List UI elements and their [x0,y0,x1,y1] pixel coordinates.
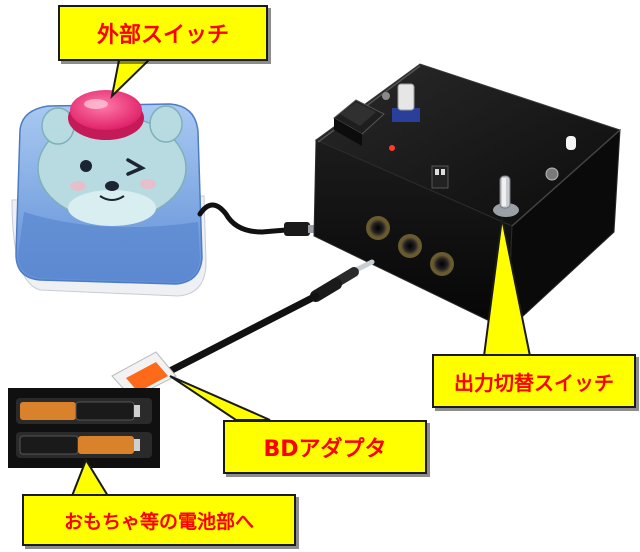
battery-holder-photo [8,388,160,468]
bd-adapter-cable [164,259,375,376]
toggle-switch [493,175,519,217]
switch-cable [197,202,289,235]
callout-battery-label: おもちゃ等の電池部へ [63,510,254,533]
callout-bd-adapter: BDアダプタ [223,420,427,474]
jack-sockets [366,216,454,276]
callout-pointers [70,54,532,497]
callout-output-switch: 出力切替スイッチ [432,354,636,408]
control-box [313,63,621,332]
external-switch-device [11,90,207,297]
callout-external-switch-label: 外部スイッチ [96,23,229,48]
callout-battery: おもちゃ等の電池部へ [22,494,296,546]
callout-bd-adapter-label: BDアダプタ [263,437,387,462]
callout-external-switch: 外部スイッチ [58,5,268,61]
callout-output-switch-label: 出力切替スイッチ [454,370,614,395]
